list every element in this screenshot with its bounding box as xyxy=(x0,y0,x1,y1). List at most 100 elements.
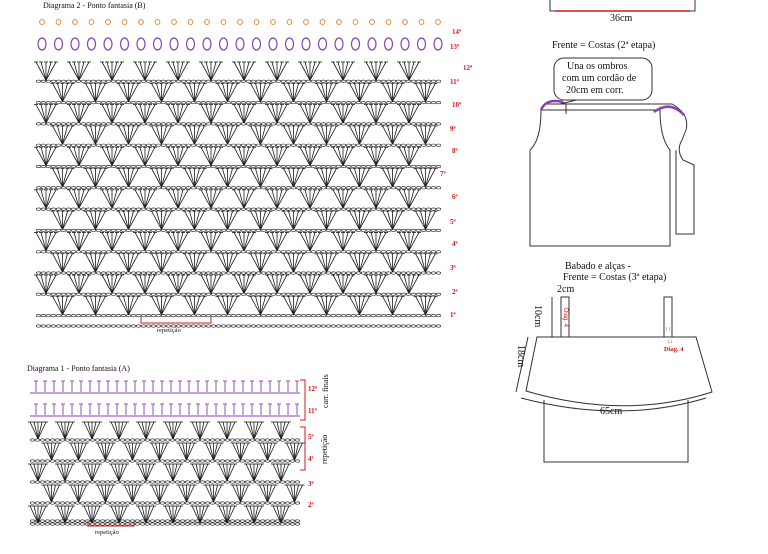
callout-box xyxy=(553,57,653,101)
stitch-fan xyxy=(217,463,237,482)
stitch-fan xyxy=(41,442,62,461)
stitch-fan xyxy=(271,421,291,440)
stitch-fan xyxy=(271,463,291,482)
stitch-fan xyxy=(347,168,372,187)
stitch-fan xyxy=(314,168,339,187)
stitch-fan xyxy=(149,442,170,461)
stitch-fan xyxy=(133,274,157,294)
stitch-fan xyxy=(298,231,322,251)
stitch-fan xyxy=(100,189,124,209)
stitch-fan xyxy=(133,189,157,209)
stitch-fan xyxy=(83,253,108,273)
stitch-fan xyxy=(50,125,75,145)
stitch-fan xyxy=(281,125,306,145)
stitch-fan xyxy=(298,189,322,209)
stitch-fan xyxy=(149,295,174,315)
stitch-fan xyxy=(116,295,141,315)
chain-stitches xyxy=(35,324,442,328)
stitch-fan xyxy=(314,210,339,230)
stitch-fan xyxy=(100,146,124,166)
diagram2-row-label: 3ª xyxy=(450,264,456,272)
stitch-fan xyxy=(298,274,322,294)
stitch-fan xyxy=(116,168,141,187)
diagram2-row-label: 2ª xyxy=(452,288,458,296)
stitch-fan xyxy=(176,484,197,503)
diagram2-row-label: 10ª xyxy=(452,101,462,109)
stitch-fan xyxy=(149,210,174,230)
stitch-fan xyxy=(232,274,256,294)
stitch-fan xyxy=(122,442,143,461)
stitch-fan xyxy=(149,125,174,145)
stitch-fan xyxy=(50,253,75,273)
stitch-fan xyxy=(163,421,183,440)
stitch-fan xyxy=(41,484,62,503)
stitch-fan xyxy=(232,61,256,81)
stitch-fan xyxy=(397,274,421,294)
stitch-fan xyxy=(232,189,256,209)
strap-arrow-icon: ↑↑ xyxy=(665,327,671,333)
diagram2-row-label: 13ª xyxy=(450,43,460,51)
stitch-fan xyxy=(347,253,372,273)
stitch-fan xyxy=(136,421,156,440)
stitch-fan xyxy=(95,484,116,503)
stitch-fan xyxy=(265,274,289,294)
stitch-fan xyxy=(50,210,75,230)
stitch-fan xyxy=(298,104,322,124)
stitch-fan xyxy=(281,295,306,315)
diagram2-row-label: 9ª xyxy=(450,125,456,133)
stitch-fan xyxy=(331,61,355,81)
schematic-mid-piece xyxy=(529,94,695,247)
stitch-fan xyxy=(34,274,58,294)
stitch-fan xyxy=(55,463,75,482)
chain-stitches xyxy=(35,271,442,275)
stitch-fan xyxy=(182,125,207,145)
stitch-fan xyxy=(182,253,207,273)
stitch-fan xyxy=(133,146,157,166)
stitch-fan xyxy=(284,442,305,461)
stitch-fan xyxy=(215,168,240,187)
stitch-fan xyxy=(95,442,116,461)
schematic-mid-title: Frente = Costas (2ª etapa) xyxy=(552,40,656,51)
stitch-fan xyxy=(34,104,58,124)
stitch-fan xyxy=(133,61,157,81)
stitch-fan xyxy=(232,104,256,124)
stitch-fan xyxy=(50,168,75,187)
stitch-fan xyxy=(67,231,91,251)
stitch-fan xyxy=(166,146,190,166)
stitch-fan xyxy=(257,484,278,503)
stitch-fan xyxy=(182,168,207,187)
stitch-fan xyxy=(182,210,207,230)
stitch-fan xyxy=(82,421,102,440)
stitch-fan xyxy=(166,231,190,251)
stitch-fan xyxy=(364,231,388,251)
stitch-fan xyxy=(380,168,405,187)
stitch-fan xyxy=(397,61,421,81)
diagram1-row-label: 2ª xyxy=(308,501,314,509)
stitch-fan xyxy=(265,189,289,209)
strap-diag-label: Diag. 4 xyxy=(664,346,684,353)
stitch-fan xyxy=(149,253,174,273)
diagram2-row-label: 5ª xyxy=(450,218,456,226)
strap-height-label: 10cm xyxy=(532,305,543,328)
schematic-bottom-piece xyxy=(515,296,713,463)
diagram2-row-label: 7ª xyxy=(440,170,446,178)
stitch-fan xyxy=(364,189,388,209)
stitch-fan xyxy=(166,189,190,209)
stitch-fan xyxy=(265,231,289,251)
callout-line-1: Una os ombros xyxy=(567,61,628,72)
strap-arrow-down-icon: ↓↓ xyxy=(667,339,673,345)
stitch-fan xyxy=(136,463,156,482)
stitch-fan xyxy=(109,421,129,440)
stitch-fan xyxy=(83,125,108,145)
stitch-fan xyxy=(215,82,240,102)
chain-stitches xyxy=(35,314,442,318)
chain-stitches xyxy=(35,79,442,83)
callout-line-3: 20cm em corr. xyxy=(566,85,624,96)
diagram2-row-label: 4ª xyxy=(452,240,458,248)
chain-stitches xyxy=(29,501,301,505)
stitch-fan xyxy=(248,82,273,102)
row-brackets xyxy=(87,379,306,527)
stitch-fan xyxy=(28,463,48,482)
